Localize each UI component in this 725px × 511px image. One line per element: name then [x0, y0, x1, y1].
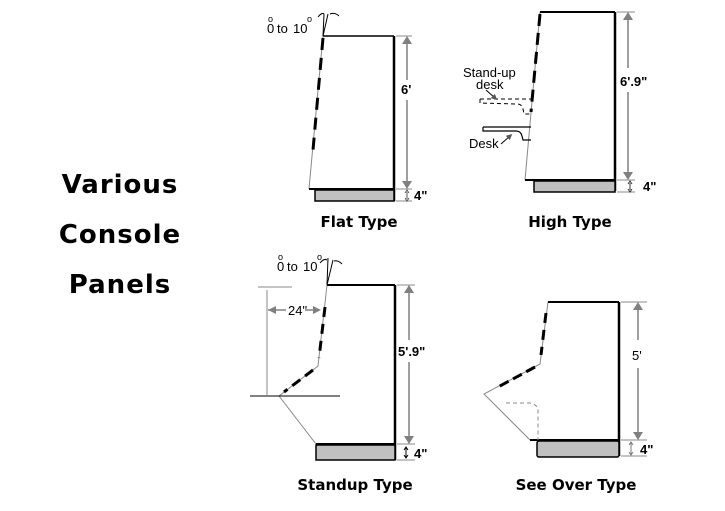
standup-angle-degree-1: o [278, 252, 283, 262]
flat-angle-to-value: 10 [293, 21, 307, 36]
flat-angle-degree-1: o [268, 14, 273, 24]
standup-height-label: 5'.9" [398, 344, 425, 359]
high-base-label: 4" [643, 179, 656, 194]
flat-height-label: 6' [401, 82, 411, 97]
see-over-type-caption: See Over Type [516, 476, 637, 494]
seeover-height-label: 5' [632, 348, 642, 363]
standup-angle-from: 0 [277, 259, 284, 274]
title-line-3: Panels [68, 270, 172, 300]
flat-base-label: 4" [414, 188, 427, 203]
standup-base-label: 4" [414, 446, 427, 461]
standup-desk-label-1: Stand-up [463, 65, 516, 80]
high-type-caption: High Type [528, 213, 611, 231]
seeover-base-label: 4" [640, 442, 653, 457]
panel-standup-type [250, 257, 415, 461]
flat-angle-degree-2: o [307, 14, 312, 24]
desk-label: Desk [469, 136, 499, 151]
panel-high-type [479, 11, 635, 193]
standup-angle-degree-2: o [317, 252, 322, 262]
panel-see-over-type [483, 301, 647, 458]
diagram-title: Various Console Panels [40, 160, 200, 310]
standup-type-caption: Standup Type [297, 476, 412, 494]
standup-angle-to-value: 10 [303, 259, 317, 274]
standup-angle-to: to [287, 259, 298, 274]
standup-depth-label: 24" [288, 303, 307, 318]
flat-angle-to: to [277, 21, 288, 36]
title-line-2: Console [58, 220, 182, 250]
flat-type-caption: Flat Type [320, 213, 397, 231]
standup-desk-label-2: desk [476, 77, 504, 92]
title-line-1: Various [61, 170, 179, 200]
flat-angle-from: 0 [267, 21, 274, 36]
panel-flat-type [308, 12, 412, 202]
high-height-label: 6'.9" [620, 74, 647, 89]
